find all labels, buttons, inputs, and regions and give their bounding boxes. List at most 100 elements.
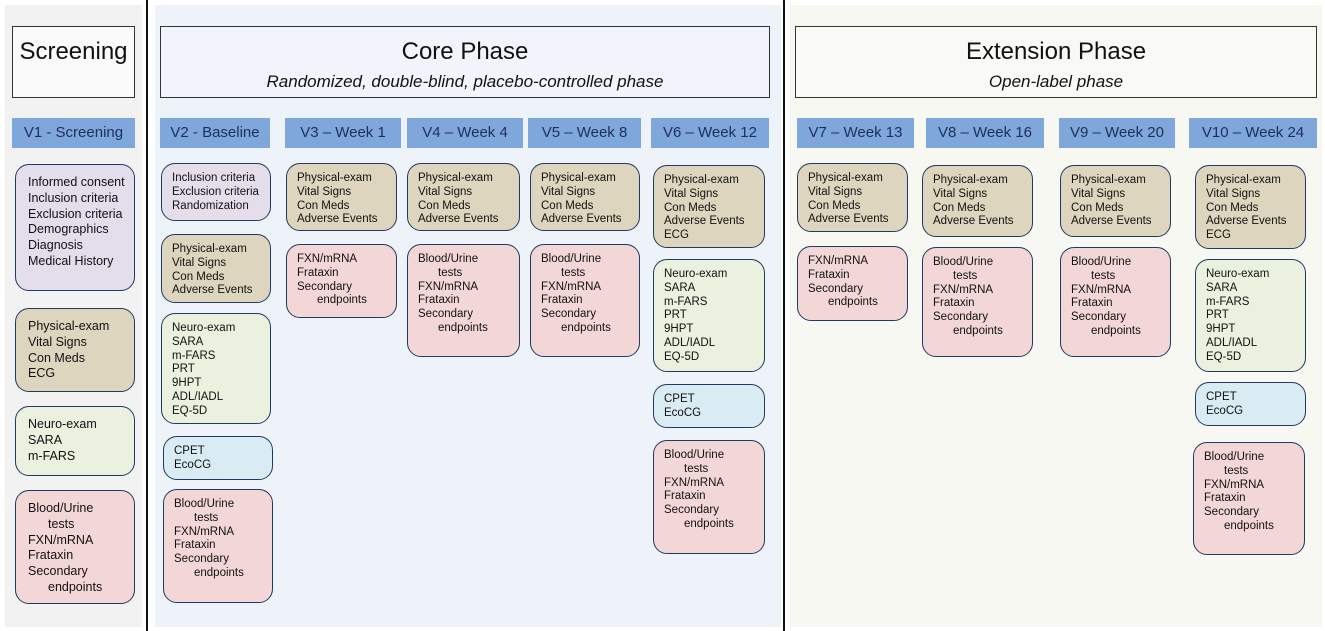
box-line: Frataxin bbox=[1204, 492, 1246, 505]
box-line: endpoints bbox=[684, 517, 734, 530]
box-line: m-FARS bbox=[172, 349, 216, 362]
box-line: Secondary bbox=[541, 308, 596, 321]
box-line: Exclusion criteria bbox=[28, 206, 123, 221]
box-line: Secondary bbox=[28, 564, 88, 579]
box-line: Demographics bbox=[28, 222, 109, 237]
box-line: Blood/Urine bbox=[418, 253, 479, 265]
box-line: endpoints bbox=[561, 321, 611, 334]
box-line: Physical-exam bbox=[28, 319, 110, 333]
box-line: Con Meds bbox=[808, 199, 861, 212]
visit-1-label: V1 - Screening bbox=[12, 118, 135, 148]
box-line: Vital Signs bbox=[28, 334, 87, 349]
box-line: Randomization bbox=[172, 199, 249, 212]
box-line: CPET bbox=[664, 393, 695, 405]
box-line: tests bbox=[48, 516, 75, 531]
box-line: Adverse Events bbox=[541, 213, 622, 226]
screening-title: Screening bbox=[19, 38, 128, 65]
box-line: tests bbox=[194, 511, 219, 524]
box-line: m-FARS bbox=[28, 448, 76, 463]
box-line: FXN/mRNA bbox=[664, 476, 725, 489]
box-line: 9HPT bbox=[1206, 323, 1236, 336]
box-line: Blood/Urine bbox=[174, 498, 235, 510]
box-line: Frataxin bbox=[418, 294, 460, 307]
box-line: Blood/Urine bbox=[664, 449, 725, 461]
box-line: Vital Signs bbox=[933, 187, 988, 200]
box-line: Frataxin bbox=[297, 266, 339, 279]
box-line: ADL/IADL bbox=[1206, 336, 1258, 349]
extension-phase-subtitle: Open-label phase bbox=[988, 72, 1124, 91]
visit-2-label: V2 - Baseline bbox=[160, 118, 270, 148]
box-line: Neuro-exam bbox=[28, 417, 97, 431]
visit-10-label: V10 – Week 24 bbox=[1189, 118, 1317, 148]
box-line: CPET bbox=[1206, 391, 1237, 403]
box-line: PRT bbox=[664, 309, 687, 322]
box-line: FXN/mRNA bbox=[1204, 478, 1265, 491]
phase-divider-core-extension bbox=[783, 0, 785, 631]
box-line: EcoCG bbox=[174, 458, 212, 471]
box-line: EQ-5D bbox=[664, 350, 700, 363]
box-line: Vital Signs bbox=[541, 185, 596, 198]
box-line: Con Meds bbox=[172, 270, 225, 283]
box-line: Physical-exam bbox=[933, 174, 1008, 186]
box-line: 9HPT bbox=[664, 323, 694, 336]
box-line: SARA bbox=[664, 281, 696, 294]
visit-5-label: V5 – Week 8 bbox=[528, 118, 641, 148]
box-line: tests bbox=[953, 269, 978, 282]
box-line: PRT bbox=[1206, 309, 1229, 322]
visit-7-label: V7 – Week 13 bbox=[797, 118, 914, 148]
visit-6-label: V6 – Week 12 bbox=[651, 118, 769, 148]
box-line: FXN/mRNA bbox=[418, 280, 479, 293]
box-line: Blood/Urine bbox=[933, 256, 994, 268]
box-line: Physical-exam bbox=[541, 172, 616, 184]
box-line: Secondary bbox=[808, 282, 863, 295]
box-line: Secondary bbox=[174, 553, 229, 566]
box-line: Frataxin bbox=[808, 268, 850, 281]
box-line: EQ-5D bbox=[1206, 350, 1242, 363]
box-line: Physical-exam bbox=[297, 172, 372, 184]
box-line: Blood/Urine bbox=[541, 253, 602, 265]
box-line: Adverse Events bbox=[172, 284, 253, 297]
box-line: FXN/mRNA bbox=[28, 532, 94, 547]
box-line: 9HPT bbox=[172, 377, 202, 390]
box-line: endpoints bbox=[438, 321, 488, 334]
box-line: tests bbox=[1224, 464, 1249, 477]
box-line: tests bbox=[684, 462, 709, 475]
box-line: Secondary bbox=[933, 311, 988, 324]
box-line: Frataxin bbox=[28, 548, 74, 563]
box-line: Frataxin bbox=[933, 297, 975, 310]
box-line: Frataxin bbox=[174, 539, 216, 552]
box-line: endpoints bbox=[828, 296, 878, 309]
phase-divider-screening-core bbox=[146, 0, 148, 631]
box-line: tests bbox=[561, 266, 586, 279]
box-line: SARA bbox=[28, 432, 63, 447]
box-line: FXN/mRNA bbox=[541, 280, 602, 293]
box-line: endpoints bbox=[1224, 519, 1274, 532]
box-line: tests bbox=[438, 266, 463, 279]
box-line: Physical-exam bbox=[1206, 174, 1281, 186]
visit-8-label: V8 – Week 16 bbox=[926, 118, 1044, 148]
box-line: ECG bbox=[28, 366, 56, 381]
box-line: Vital Signs bbox=[172, 256, 227, 269]
box-line: Adverse Events bbox=[1071, 215, 1152, 228]
box-line: Adverse Events bbox=[664, 215, 745, 228]
box-line: Physical-exam bbox=[172, 243, 247, 255]
box-line: Adverse Events bbox=[297, 213, 378, 226]
box-line: Con Meds bbox=[28, 350, 85, 365]
